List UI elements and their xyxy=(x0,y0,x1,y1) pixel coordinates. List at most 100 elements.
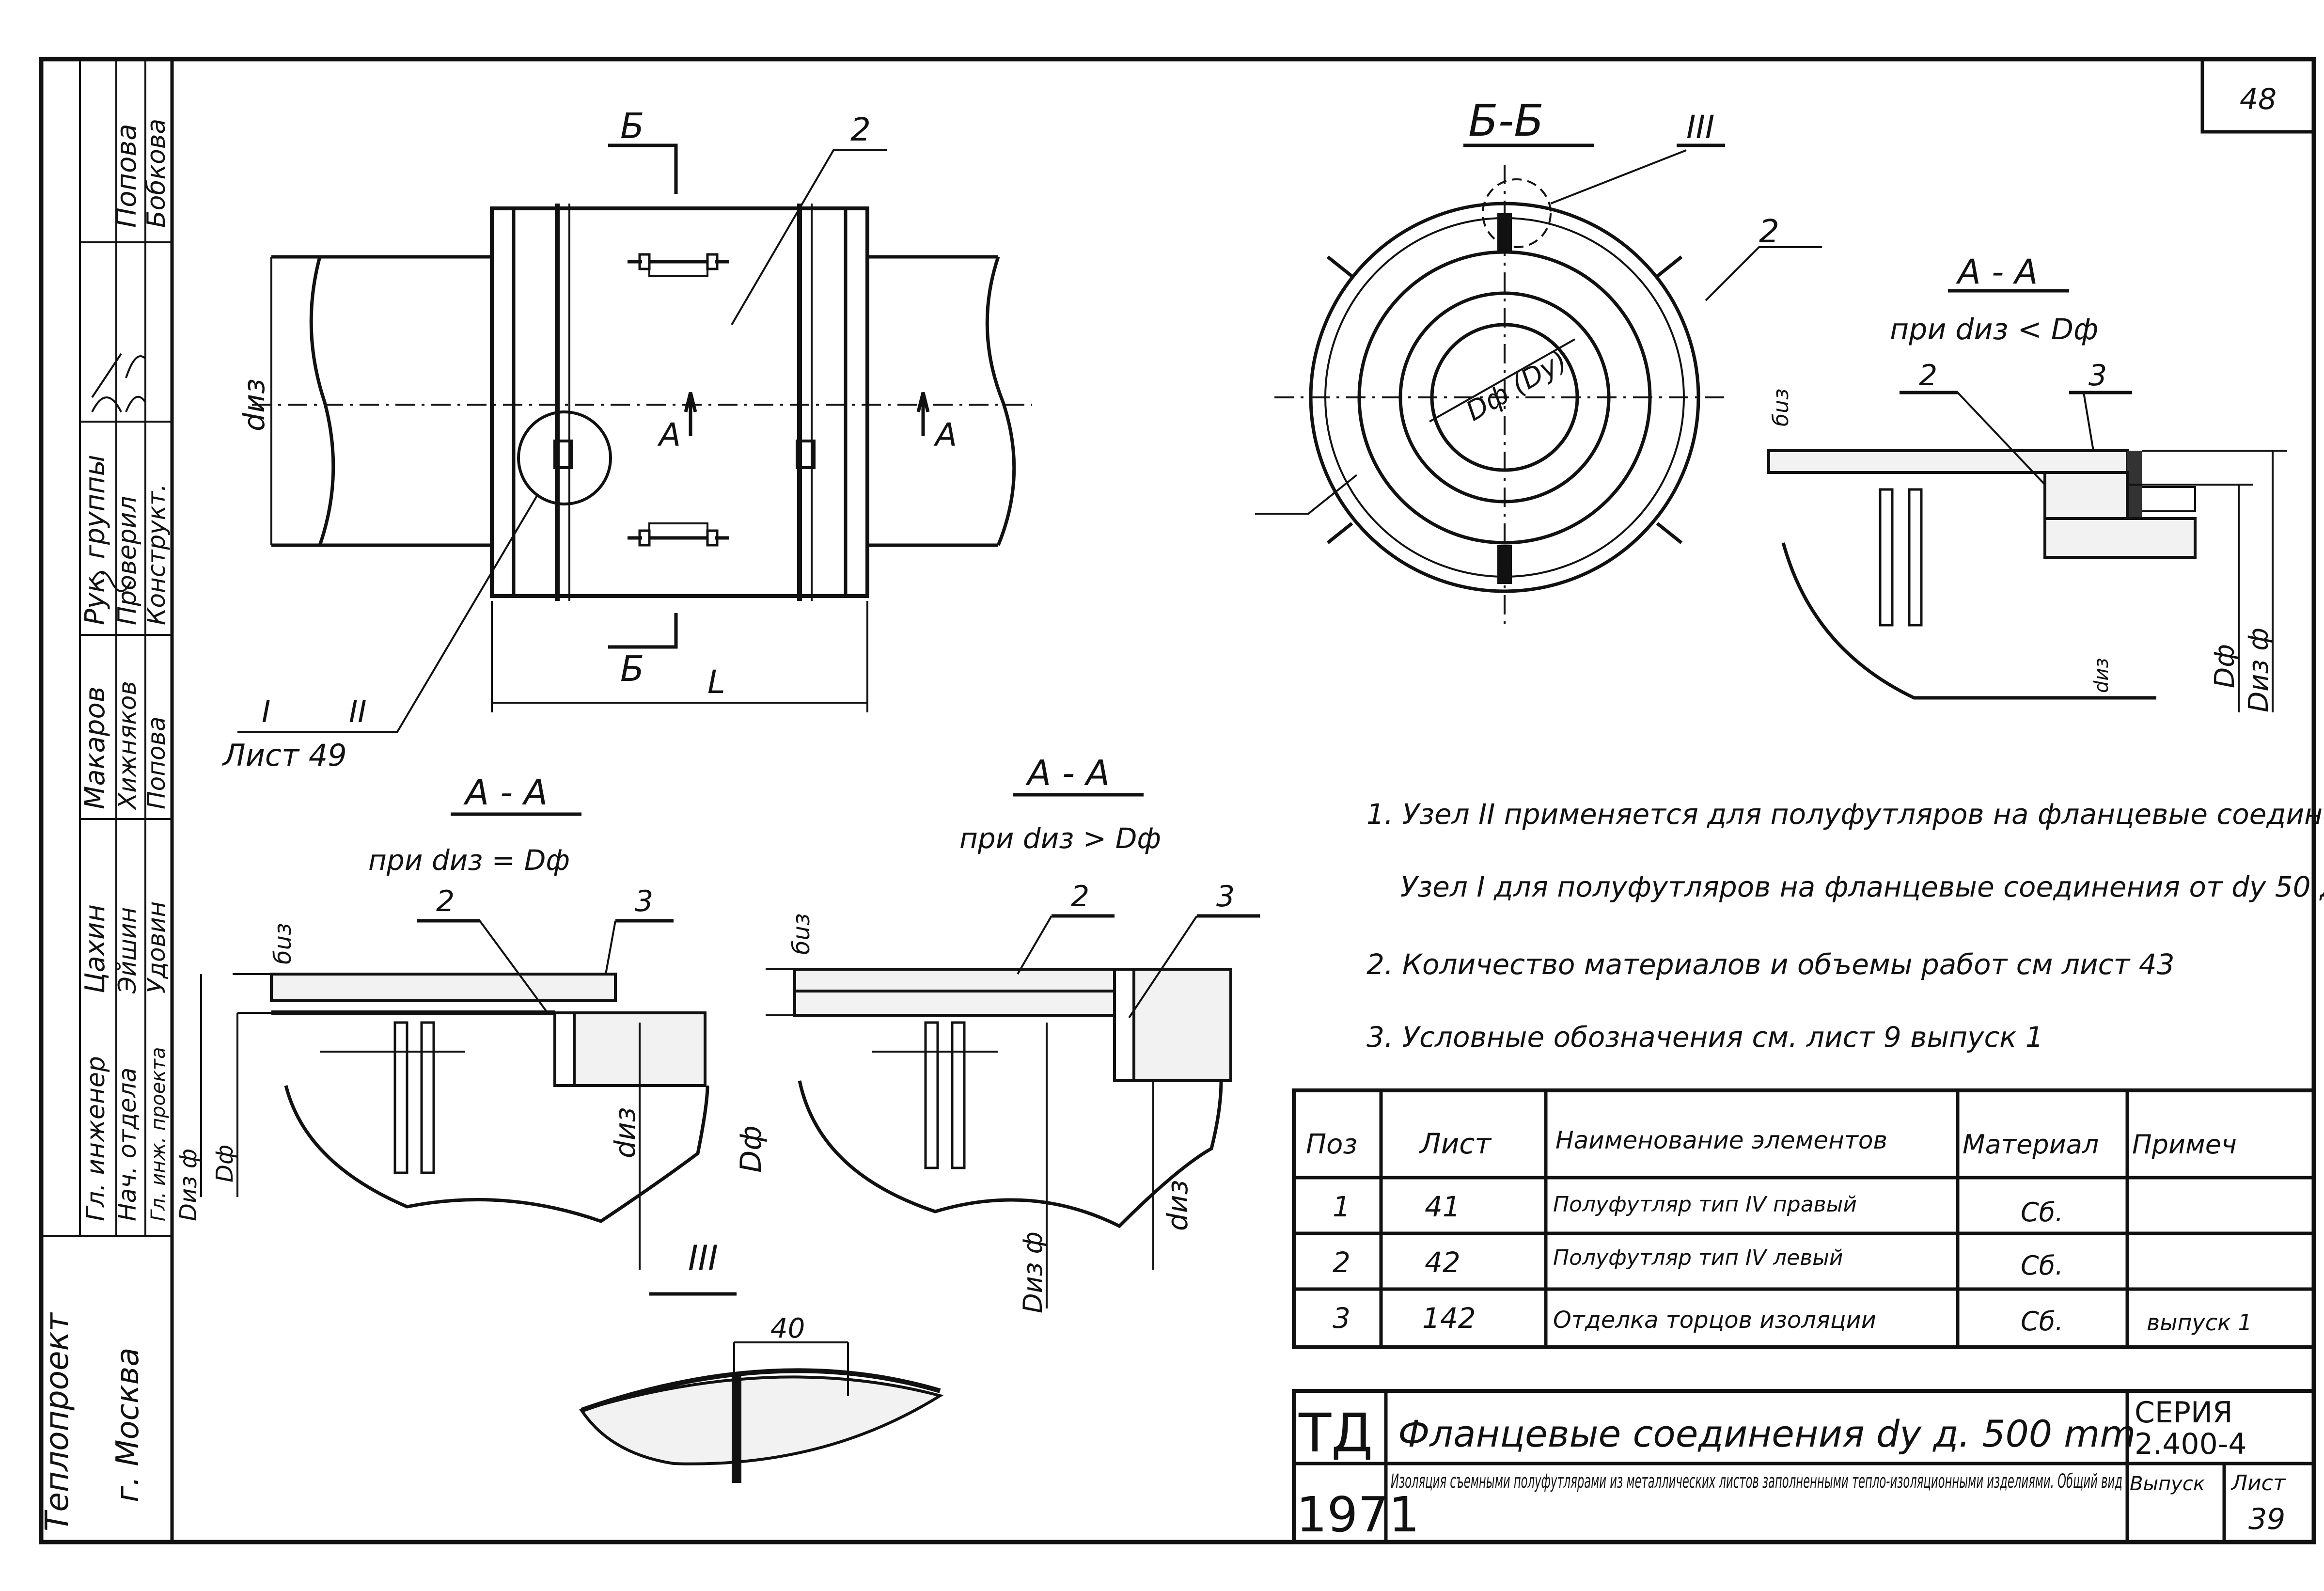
table-header-material: Материал xyxy=(1963,1129,2099,1160)
note-1a: 1. Узел II применяется для полуфутляров … xyxy=(1366,798,2324,831)
note-2: 2. Количество материалов и объемы работ … xyxy=(1366,948,2175,981)
aa-top-label-2: 2 xyxy=(1919,359,1937,393)
aa-left-dim-df: Dф xyxy=(211,1145,238,1182)
titleblock-description: Изоляция съемными полуфутлярами из метал… xyxy=(1391,1470,2122,1493)
section-aa-left: А - А при dиз = Dф 2 3 бuз dиз Dиз ф Dф xyxy=(175,772,709,1270)
spec-table: Поз Лист Наименование элементов Материал… xyxy=(1292,1088,2316,1349)
aa-mid-dim-diz: dиз xyxy=(1161,1180,1194,1231)
aa-top-dim-biz: бuз xyxy=(1769,389,1793,426)
aa-mid-dim-df: Dф xyxy=(734,1126,768,1173)
aa-top-dim-dizf: Dиз ф xyxy=(2243,628,2275,712)
stamp-name-3: Удовин xyxy=(142,901,171,993)
titleblock-sheet-label: Лист xyxy=(2230,1471,2286,1496)
node-circle xyxy=(517,410,612,505)
section-bb-dim-d: Dф (Dу) xyxy=(1461,345,1573,427)
stamp-city: г. Москва xyxy=(110,1348,146,1502)
table-row1-name: Полуфутляр тип IV правый xyxy=(1553,1192,1857,1217)
section-b-bottom-label: Б xyxy=(620,648,644,689)
titleblock-year: 1971 xyxy=(1296,1486,1420,1543)
section-b-top-label: Б xyxy=(620,106,644,146)
table-header-name: Наименование элементов xyxy=(1555,1126,1887,1154)
stamp-role-chief-engineer: Гл. инженер xyxy=(81,1056,110,1221)
signature-mark xyxy=(91,353,146,592)
table-row3-note: выпуск 1 xyxy=(2147,1309,2252,1336)
stamp-name-bobkova: Бобкова xyxy=(142,119,171,228)
titleblock-issue-label: Выпуск xyxy=(2130,1473,2205,1495)
aa-left-title: А - А xyxy=(463,772,548,813)
stamp-name-makarov: Макаров xyxy=(79,686,111,809)
stamp-org: Теплопроект xyxy=(38,1311,76,1531)
stamp-role-designer: Конструкт. xyxy=(142,484,171,625)
aa-left-dim-dizf: Dиз ф xyxy=(175,1149,202,1221)
aa-mid-label-2: 2 xyxy=(1071,880,1089,914)
ref-node-i: I xyxy=(262,694,270,729)
table-row2-material: Сб. xyxy=(2021,1250,2063,1281)
stamp-role-dept-head: Нач. отдела xyxy=(113,1068,141,1221)
ref-sheet-49: Лист 49 xyxy=(222,738,347,773)
aa-top-title: А - А xyxy=(1956,252,2038,292)
section-aa-top: А - А при dиз < Dф 2 3 бuз dиз Dф Dиз ф xyxy=(1767,252,2287,712)
aa-mid-subtitle: при dиз > Dф xyxy=(959,822,1161,855)
table-row2-sheet: 42 xyxy=(1425,1246,1460,1279)
notes: 1. Узел II применяется для полуфутляров … xyxy=(1366,798,2324,1054)
note-3: 3. Условные обозначения см. лист 9 выпус… xyxy=(1366,1021,2043,1054)
node-iii-view: III 40 xyxy=(579,1238,944,1483)
table-row3-pos: 3 xyxy=(1333,1302,1350,1335)
section-a-right-label: А xyxy=(933,416,957,454)
table-row3-sheet: 142 xyxy=(1422,1302,1476,1335)
section-aa-mid: А - А при dиз > Dф 2 3 бuз Dф Dиз ф dиз xyxy=(734,753,1260,1313)
aa-left-dim-biz: бuз xyxy=(269,923,297,964)
aa-mid-dim-dizf: Dиз ф xyxy=(1018,1231,1048,1313)
ref-node-ii: II xyxy=(349,694,367,729)
note-1b: Узел I для полуфутляров на фланцевые сое… xyxy=(1400,870,2324,903)
node-iii-dim-40: 40 xyxy=(770,1313,805,1344)
section-bb-title: Б-Б xyxy=(1468,95,1544,146)
stamp-role-checked: Проверил xyxy=(113,496,142,625)
section-bb-label-2: 2 xyxy=(1759,213,1779,250)
title-block: ТД 1971 Фланцевые соединения dу д. 500 m… xyxy=(1292,1389,2316,1544)
titleblock-sheet-value: 39 xyxy=(2248,1502,2285,1536)
aa-top-dim-diz: dиз xyxy=(2090,658,2113,693)
titleblock-series-value: 2.400-4 xyxy=(2135,1427,2247,1461)
aa-top-label-3: 3 xyxy=(2088,359,2107,393)
aa-top-dim-df: Dф xyxy=(2209,644,2241,688)
titleblock-title: Фланцевые соединения dу д. 500 mm xyxy=(1398,1412,2136,1455)
stamp-role-group-head: Рук. группы xyxy=(79,455,111,625)
aa-left-subtitle: при dиз = Dф xyxy=(368,844,570,877)
table-row1-sheet: 41 xyxy=(1425,1190,1460,1223)
main-label-2: 2 xyxy=(850,111,871,148)
stamp-name-popova-1: Попова xyxy=(142,716,171,809)
table-row2-pos: 2 xyxy=(1333,1246,1350,1279)
section-a-left-label: А xyxy=(657,416,681,454)
page-number-box xyxy=(2200,57,2316,134)
stamp-name-1: Цахин xyxy=(79,904,111,993)
stamp-name-popova-2: Попова xyxy=(111,124,142,228)
node-iii-title: III xyxy=(688,1238,718,1278)
table-row3-material: Сб. xyxy=(2021,1306,2063,1337)
side-stamp: Гл. инженер Нач. отдела Гл. инж. проекта… xyxy=(38,59,172,1531)
aa-mid-dim-biz: бuз xyxy=(788,913,815,955)
page-number: 48 xyxy=(2240,82,2277,116)
main-view: Б Б А А 2 dиз L I II Лист 49 xyxy=(222,106,1032,773)
table-header-sheet: Лист xyxy=(1419,1127,1492,1160)
aa-left-label-2: 2 xyxy=(436,884,455,918)
stamp-name-khizhnyakov: Хижняков xyxy=(113,681,141,811)
main-dim-diz: dиз xyxy=(237,378,271,431)
stamp-name-2: Эйшин xyxy=(113,907,141,994)
aa-mid-label-3: 3 xyxy=(1216,880,1235,914)
table-header-pos: Поз xyxy=(1306,1129,1357,1160)
table-row1-material: Сб. xyxy=(2021,1197,2063,1228)
titleblock-mark: ТД xyxy=(1298,1402,1373,1464)
aa-left-label-3: 3 xyxy=(635,884,653,918)
table-header-note: Примеч xyxy=(2132,1129,2237,1160)
table-row2-name: Полуфутляр тип IV левый xyxy=(1553,1245,1843,1270)
table-row3-name: Отделка торцов изоляции xyxy=(1553,1307,1876,1334)
sheet-border xyxy=(39,57,2316,1544)
section-bb-node-iii: III xyxy=(1686,109,1714,146)
stamp-role-project-engineer: Гл. инж. проекта xyxy=(147,1047,170,1222)
main-dim-l: L xyxy=(707,663,725,701)
table-row1-pos: 1 xyxy=(1333,1190,1350,1223)
section-bb-view: Б-Б III Dф (Dу) 2 xyxy=(1255,95,1822,630)
aa-mid-title: А - А xyxy=(1025,753,1110,793)
